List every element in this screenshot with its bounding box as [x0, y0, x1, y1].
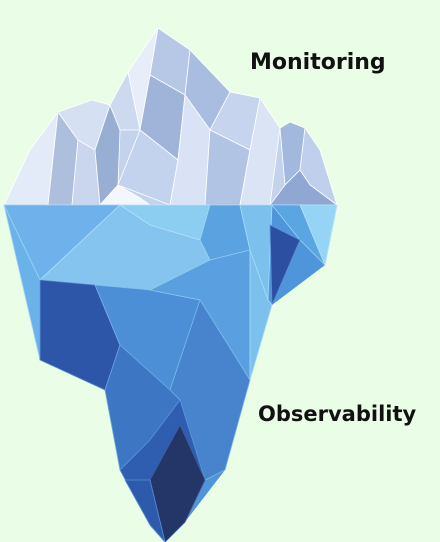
- observability-label: Observability: [258, 402, 417, 426]
- monitoring-label: Monitoring: [250, 50, 386, 75]
- iceberg-tip: [3, 27, 339, 207]
- iceberg-submerged: [3, 204, 338, 542]
